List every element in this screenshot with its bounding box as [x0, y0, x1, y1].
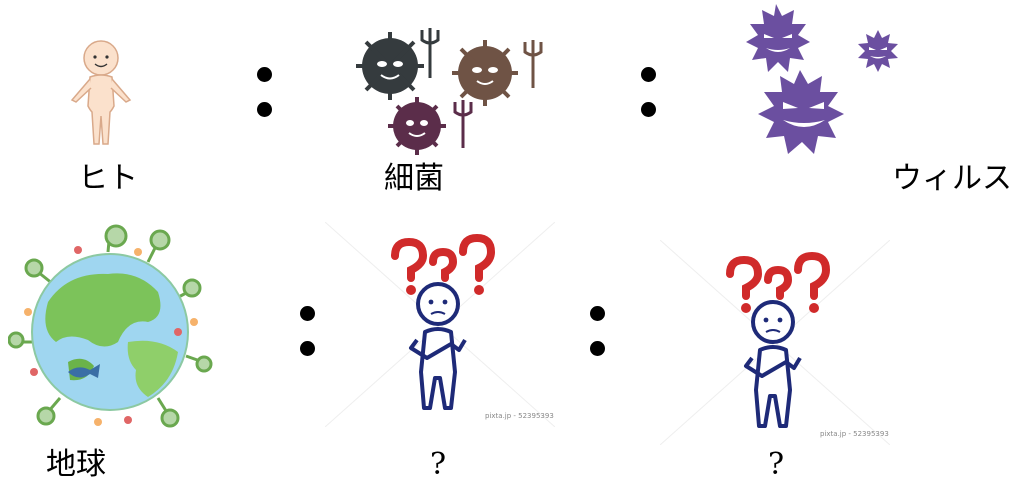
- label-bacteria: 細菌: [384, 161, 444, 196]
- colon-dot-top: [300, 306, 315, 321]
- colon-dot-bottom: [641, 102, 656, 117]
- human-figure-image: [70, 40, 132, 145]
- label-unknown-2: ?: [768, 447, 785, 482]
- label-human: ヒト: [78, 161, 138, 196]
- confused-person-image-1: pixta.jp - 52395393: [325, 222, 555, 427]
- watermark-credit-2: pixta.jp - 52395393: [820, 430, 889, 438]
- colon-dot-top: [641, 67, 656, 82]
- bacteria-germs-image: [356, 28, 543, 155]
- virus-particles-image: [746, 4, 898, 154]
- earth-globe-image: [8, 224, 213, 428]
- colon-dot-bottom: [590, 341, 605, 356]
- colon-dot-bottom: [257, 102, 272, 117]
- confused-person-image-2: pixta.jp - 52395393: [660, 240, 890, 445]
- label-earth: 地球: [46, 447, 106, 482]
- watermark-credit-1: pixta.jp - 52395393: [485, 412, 554, 420]
- label-unknown-1: ?: [430, 447, 447, 482]
- colon-dot-top: [590, 306, 605, 321]
- label-virus: ウィルス: [892, 161, 1011, 196]
- colon-dot-top: [257, 67, 272, 82]
- colon-dot-bottom: [300, 341, 315, 356]
